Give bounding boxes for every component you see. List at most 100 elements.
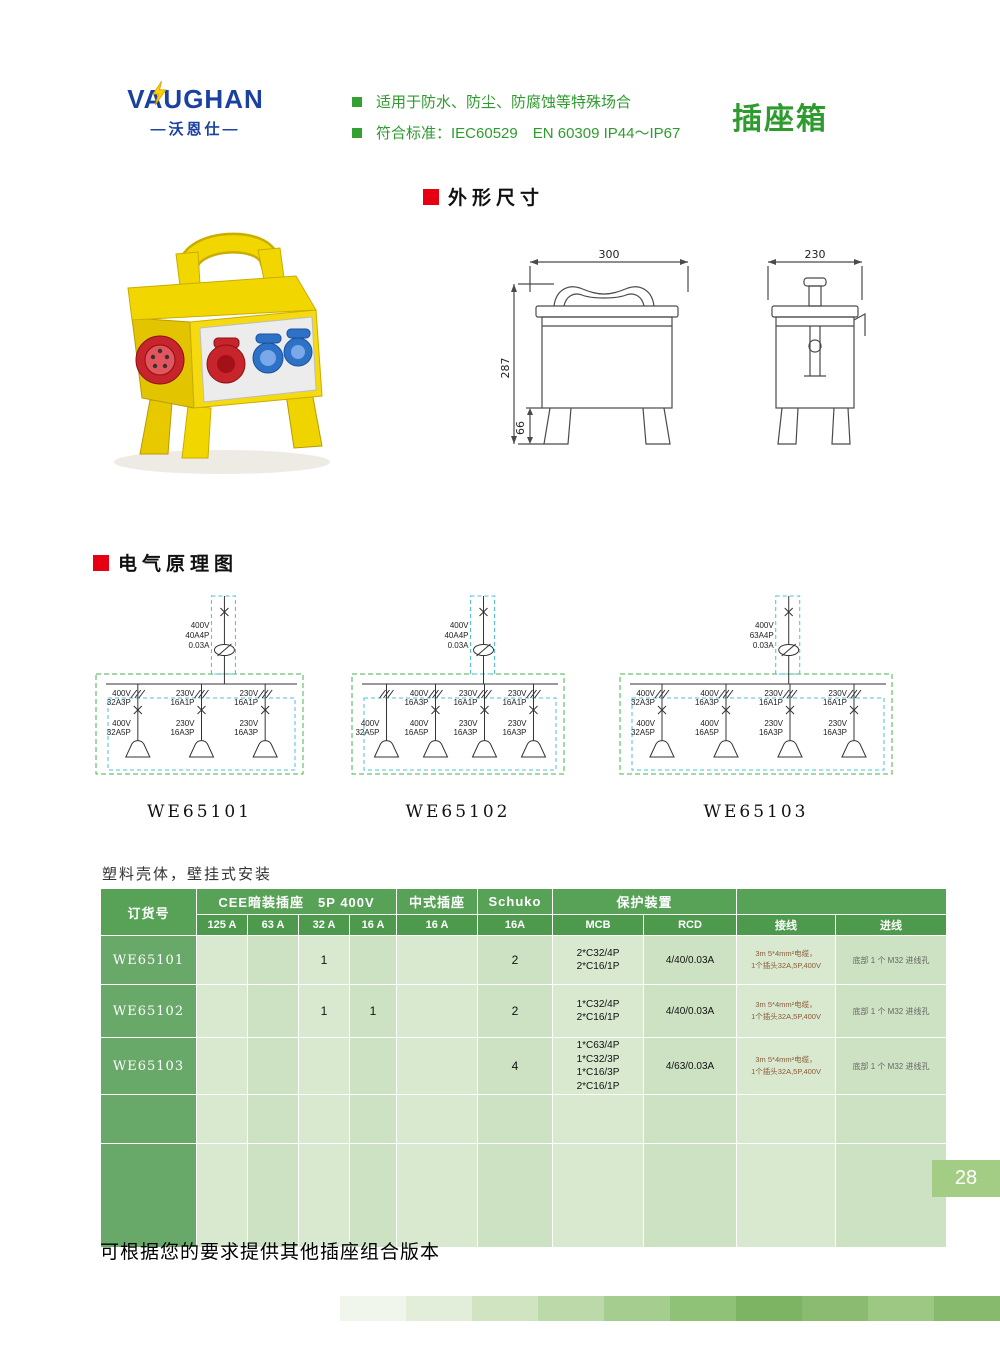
blue-socket	[291, 345, 305, 359]
blue-socket	[260, 350, 276, 366]
footer-bar-segment	[538, 1296, 604, 1321]
cell-inlet: 底部 1 个 M32 进线孔	[836, 936, 947, 984]
branch-label: 230V	[176, 719, 195, 728]
table-row	[101, 1095, 947, 1143]
socket-symbol	[777, 740, 803, 758]
dim-front-width: 300	[599, 248, 620, 261]
socket-symbol	[125, 740, 151, 758]
hatch-mark	[526, 689, 533, 699]
footer-gradient-bar	[340, 1296, 1000, 1321]
col-header-16a: 16 A	[350, 915, 396, 935]
branch-label: 32A3P	[631, 698, 655, 707]
circuit-svg: 400V40A4P0.03A400V32A5P400V16A3P400V16A5…	[351, 595, 565, 775]
branch-label: 16A3P	[453, 728, 477, 737]
hatch-mark	[530, 689, 537, 699]
col-header-32a: 32 A	[299, 915, 349, 935]
branch-label: 230V	[459, 719, 478, 728]
cell-wiring: 3m 5*4mm²电缆，1个插头32A,5P,400V	[737, 936, 836, 984]
hatch-mark	[662, 689, 670, 699]
footer-bar-segment	[868, 1296, 934, 1321]
col-header-63a: 63 A	[248, 915, 298, 935]
branch-label: 16A3P	[502, 728, 526, 737]
cell-cee_32	[299, 1038, 349, 1094]
branch-label: 230V	[764, 689, 783, 698]
shadow	[114, 450, 330, 474]
wire-route-blue	[775, 595, 801, 675]
cell-cee_63	[248, 1095, 298, 1143]
socket-symbol	[649, 740, 675, 758]
cell-cee_63	[248, 1038, 298, 1094]
hatch-mark	[202, 689, 209, 699]
cell-cee_32	[299, 1095, 349, 1143]
branch-label: 16A1P	[453, 698, 477, 707]
breaker-x-icon	[849, 705, 859, 715]
hatch-mark	[485, 689, 492, 699]
col-header-cn-16a: 16 A	[397, 915, 477, 935]
red-square-icon	[93, 554, 109, 571]
branch-label: 16A3P	[170, 728, 194, 737]
col-header-protection: 保护装置	[553, 889, 737, 914]
order-number-cell	[101, 1095, 196, 1143]
green-square-bullet-icon	[352, 127, 362, 138]
cell-cn_16	[397, 1095, 477, 1143]
order-number-cell: WE65101	[101, 936, 196, 984]
hatch-mark	[534, 689, 541, 699]
col-header-schuko: Schuko	[478, 889, 552, 914]
branch-label: 230V	[764, 719, 783, 728]
feature-list: 适用于防水、防尘、防腐蚀等特殊场合 符合标准：IEC60529 EN 60309…	[352, 86, 680, 148]
hatch-mark	[436, 689, 443, 699]
lightning-bolt-icon	[152, 81, 167, 105]
feature-text: 符合标准：IEC60529 EN 60309 IP44～IP67	[376, 125, 681, 142]
col-header-blank	[737, 889, 947, 914]
plug-pin	[152, 363, 158, 369]
cell-cn_16	[397, 985, 477, 1037]
col-header-inlet: 进线	[836, 915, 947, 935]
cell-schuko_16	[478, 1144, 552, 1247]
hatch-mark	[726, 689, 734, 699]
side-view-drawing: 230	[767, 248, 866, 445]
front-view-drawing: 300 287 66	[499, 248, 689, 445]
col-header-wiring: 接线	[737, 915, 836, 935]
cell-wiring: 3m 5*4mm²电缆，1个插头32A,5P,400V	[737, 1038, 836, 1094]
table-header-row-2: 125 A 63 A 32 A 16 A 16 A 16A MCB RCD 接线…	[101, 915, 947, 935]
red-cee-plug	[144, 344, 176, 376]
diagram-label: WE65102	[405, 802, 511, 822]
product-leg	[181, 405, 212, 459]
cell-schuko_16	[478, 1095, 552, 1143]
cell-inlet: 底部 1 个 M32 进线孔	[836, 985, 947, 1037]
col-header-rcd: RCD	[644, 915, 737, 935]
product-photo	[114, 232, 330, 474]
hatch-mark	[782, 689, 790, 699]
socket-symbol	[520, 740, 547, 758]
branch-label: 16A1P	[234, 698, 258, 707]
cell-cee_32: 1	[299, 985, 349, 1037]
cell-schuko_16: 2	[478, 985, 552, 1037]
order-number-cell: WE65102	[101, 985, 196, 1037]
socket-symbol	[471, 740, 498, 758]
cell-rcd: 4/40/0.03A	[644, 936, 737, 984]
incoming-label: 0.03A	[448, 641, 470, 650]
col-header-chinese-socket: 中式插座	[397, 889, 477, 914]
incoming-label: 400V	[450, 621, 469, 630]
hatch-mark	[854, 689, 862, 699]
cell-mcb	[553, 1095, 643, 1143]
cell-schuko_16: 2	[478, 936, 552, 984]
incoming-label: 400V	[755, 621, 774, 630]
hatch-mark	[265, 689, 273, 699]
socket-symbol	[422, 740, 449, 758]
breaker-x-icon	[480, 705, 489, 715]
branch-label: 230V	[459, 689, 478, 698]
cell-inlet	[836, 1095, 947, 1143]
hatch-mark	[387, 689, 394, 699]
footer-bar-segment	[934, 1296, 1000, 1321]
branch-label: 16A1P	[502, 698, 526, 707]
cell-cee_16	[350, 1144, 396, 1247]
socket-symbol	[188, 740, 215, 758]
hatch-mark	[130, 689, 138, 699]
cell-cee_63	[248, 985, 298, 1037]
cell-inlet: 底部 1 个 M32 进线孔	[836, 1038, 947, 1094]
